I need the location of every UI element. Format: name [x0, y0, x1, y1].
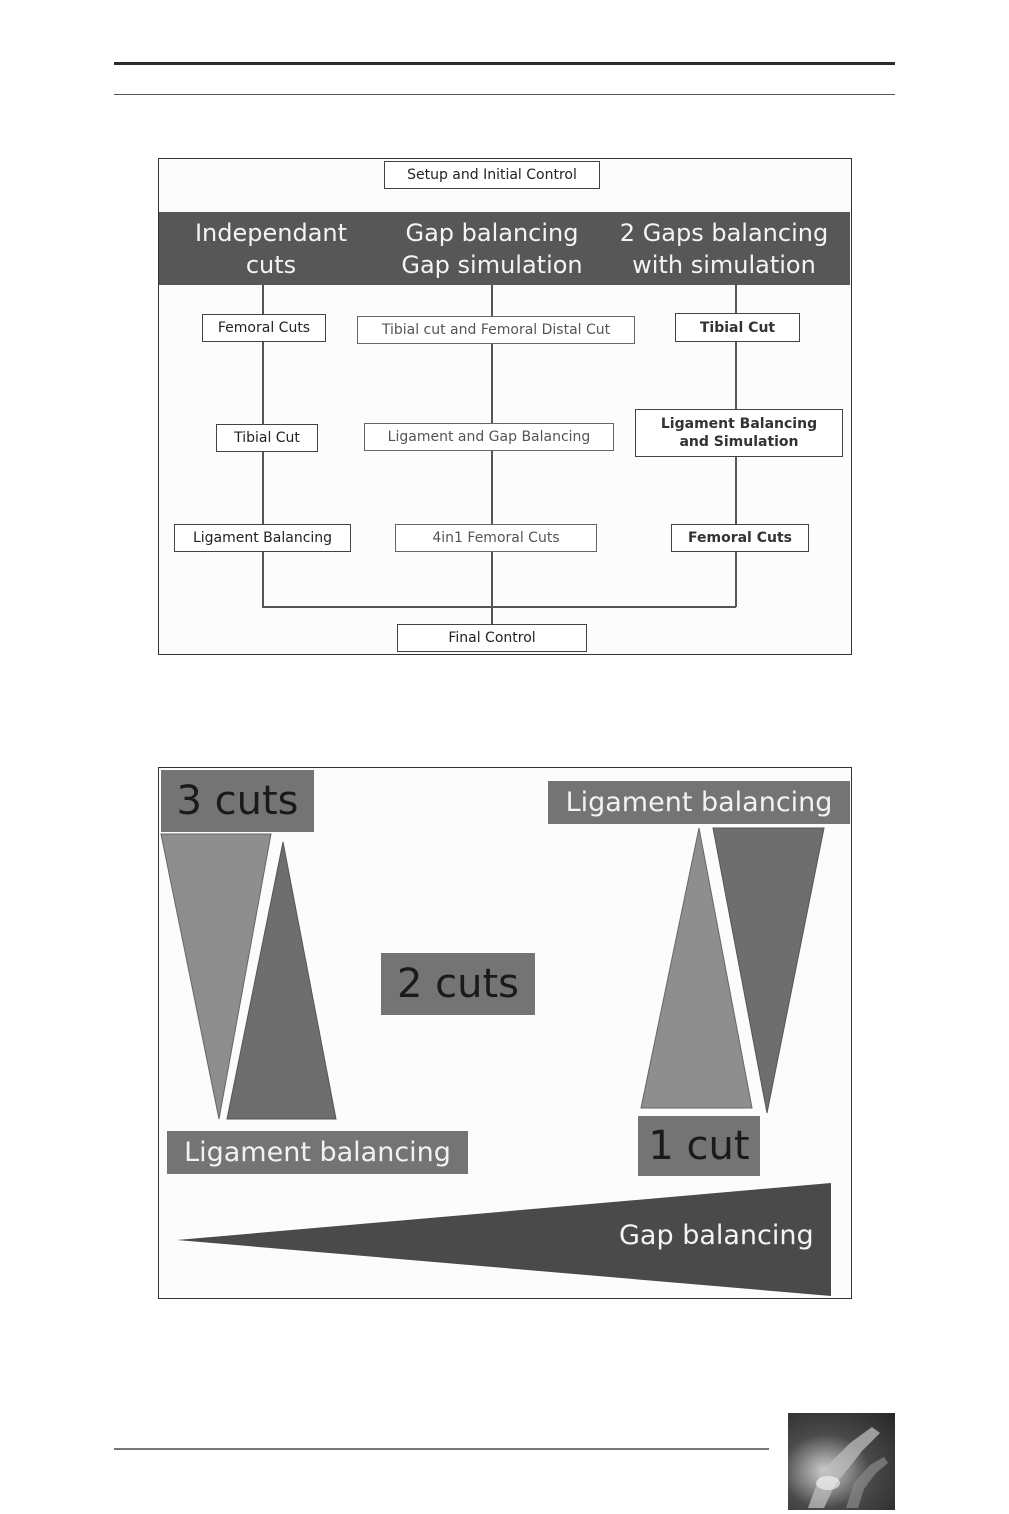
spectrum-figure: 3 cuts Ligament balancing 2 cuts Ligamen… — [158, 767, 852, 1299]
column2-header: Gap balancing Gap simulation — [381, 217, 603, 281]
col2-step3-box: 4in1 Femoral Cuts — [395, 524, 597, 552]
col1-step3-label: Ligament Balancing — [192, 530, 333, 546]
col2-step2-label: Ligament and Gap Balancing — [387, 429, 591, 445]
left-cuts-wedge — [160, 833, 272, 1120]
flowchart-figure: Setup and Initial Control Independant cu… — [158, 158, 852, 655]
method-header-band — [159, 212, 850, 285]
gap-balancing-label: Gap balancing — [619, 1220, 814, 1251]
col2-step1-box: Tibial cut and Femoral Distal Cut — [357, 316, 635, 344]
one-cut-tag: 1 cut — [638, 1116, 760, 1176]
col3-step2-label-line2: and Simulation — [679, 434, 799, 450]
right-ligament-wedge — [640, 827, 753, 1109]
col3-step2-label-line1: Ligament Balancing — [660, 416, 818, 432]
footer-rule — [114, 1448, 769, 1450]
final-control-label: Final Control — [448, 630, 536, 646]
column1-header-line1: Independant — [194, 219, 348, 247]
connector-col2 — [491, 285, 493, 625]
ligament-balancing-top-tag: Ligament balancing — [548, 781, 850, 824]
two-cuts-label: 2 cuts — [396, 961, 520, 1007]
final-control-box: Final Control — [397, 624, 587, 652]
ligament-balancing-top-label: Ligament balancing — [565, 787, 833, 818]
three-cuts-tag: 3 cuts — [161, 770, 314, 832]
col1-step1-box: Femoral Cuts — [202, 314, 326, 342]
col3-step1-label: Tibial Cut — [699, 319, 776, 336]
right-cut-wedge — [712, 827, 825, 1114]
three-cuts-label: 3 cuts — [176, 778, 299, 824]
column3-header-line2: with simulation — [632, 251, 816, 279]
leg-silhouette-icon — [808, 1427, 888, 1508]
setup-initial-control-label: Setup and Initial Control — [407, 167, 577, 183]
col2-step1-label: Tibial cut and Femoral Distal Cut — [381, 322, 611, 338]
col3-step1-box: Tibial Cut — [675, 313, 800, 342]
col1-step2-label: Tibial Cut — [234, 430, 300, 446]
column3-header: 2 Gaps balancing with simulation — [609, 217, 839, 281]
col1-step1-label: Femoral Cuts — [217, 320, 311, 336]
col2-step3-label: 4in1 Femoral Cuts — [432, 530, 560, 546]
column1-header: Independant cuts — [167, 217, 375, 281]
col1-step2-box: Tibial Cut — [216, 424, 318, 452]
corner-leg-image — [788, 1413, 895, 1510]
ligament-balancing-bottom-tag: Ligament balancing — [167, 1131, 468, 1174]
ligament-balancing-bottom-label: Ligament balancing — [184, 1137, 451, 1168]
wedge-shapes — [160, 827, 831, 1296]
column2-header-line2: Gap simulation — [401, 251, 583, 279]
col3-step3-label: Femoral Cuts — [688, 530, 792, 546]
left-ligament-wedge — [226, 841, 337, 1120]
setup-initial-control-box: Setup and Initial Control — [384, 161, 600, 189]
column1-header-line2: cuts — [245, 251, 297, 279]
col1-step3-box: Ligament Balancing — [174, 524, 351, 552]
column3-header-line1: 2 Gaps balancing — [619, 219, 829, 247]
connector-bottom — [262, 606, 736, 608]
header-rule-thick — [114, 62, 895, 65]
gap-balancing-wedge — [177, 1183, 831, 1296]
col3-step2-box: Ligament Balancing and Simulation — [635, 409, 843, 457]
col2-step2-box: Ligament and Gap Balancing — [364, 423, 614, 451]
header-rule-thin — [114, 94, 895, 95]
one-cut-label: 1 cut — [648, 1123, 750, 1169]
column2-header-line1: Gap balancing — [405, 219, 579, 247]
col3-step3-box: Femoral Cuts — [671, 524, 809, 552]
two-cuts-tag: 2 cuts — [381, 953, 535, 1015]
